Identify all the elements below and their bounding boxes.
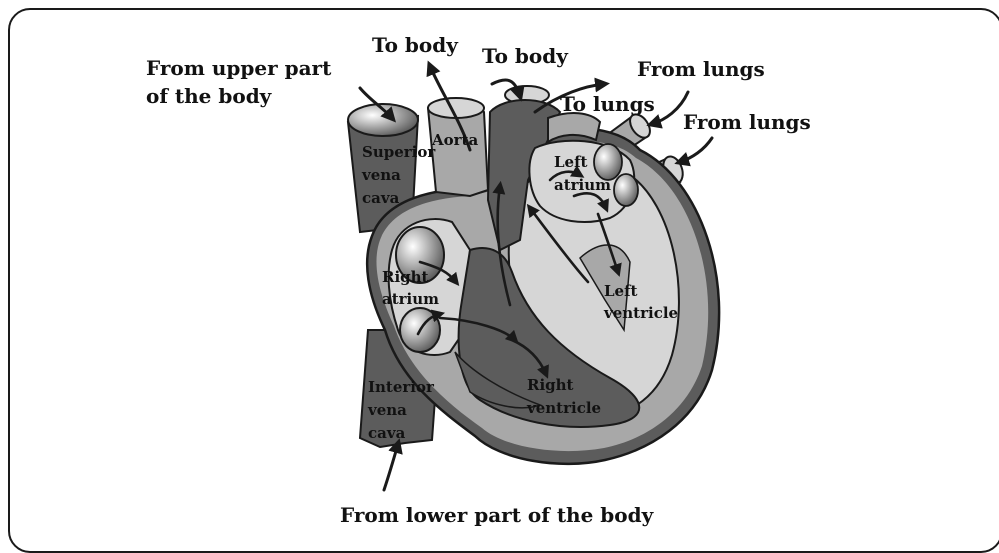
label-inferior-3: cava	[368, 424, 406, 442]
label-right-atrium-1: Right	[382, 268, 429, 286]
label-from-upper-line1: From upper part	[146, 56, 332, 80]
label-from-lower: From lower part of the body	[340, 503, 655, 527]
label-superior-1: Superior	[362, 143, 436, 161]
label-from-lungs-2: From lungs	[683, 110, 811, 134]
label-right-ventricle-1: Right	[527, 376, 574, 394]
label-from-upper-line2: of the body	[146, 84, 273, 108]
label-to-body-2: To body	[482, 44, 569, 68]
label-inferior-2: vena	[367, 401, 407, 419]
label-to-lungs: To lungs	[560, 92, 655, 116]
label-left-ventricle-1: Left	[604, 282, 638, 300]
label-left-atrium-2: atrium	[554, 176, 611, 194]
label-left-ventricle-2: ventricle	[603, 304, 678, 322]
label-right-ventricle-2: ventricle	[526, 399, 601, 417]
label-to-body-1: To body	[372, 33, 459, 57]
label-left-atrium-1: Left	[554, 153, 588, 171]
label-from-lungs-1: From lungs	[637, 57, 765, 81]
label-superior-2: vena	[361, 166, 401, 184]
label-aorta: Aorta	[431, 131, 478, 149]
label-inferior-1: Interior	[368, 378, 435, 396]
label-superior-3: cava	[362, 189, 400, 207]
label-right-atrium-2: atrium	[382, 290, 439, 308]
